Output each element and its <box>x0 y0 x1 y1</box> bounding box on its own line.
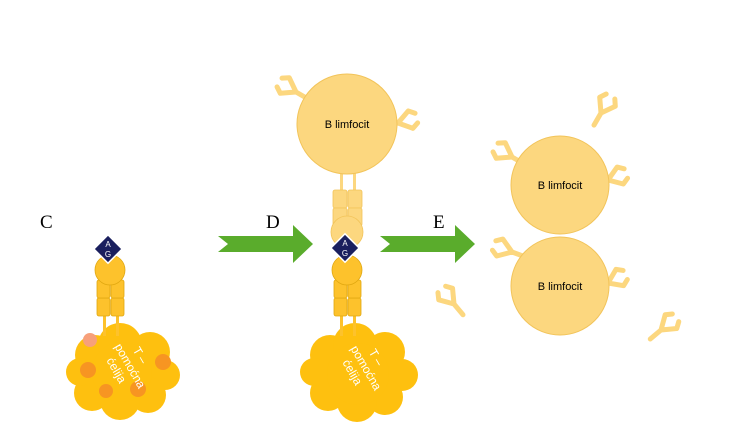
step-label-c: C <box>40 212 53 233</box>
t-helper-cell-d: T – pomoćna ćelija <box>300 323 418 422</box>
surface-spot <box>155 354 171 370</box>
antigen-label-top: A <box>105 240 111 249</box>
tcr-receptor-d <box>331 254 363 336</box>
surface-spot <box>99 384 113 398</box>
arrow-c-to-d <box>218 225 313 263</box>
step-label-e: E <box>433 212 445 233</box>
surface-spot <box>83 333 97 347</box>
surface-spot <box>130 381 146 397</box>
antigen-label-bottom: G <box>105 250 111 259</box>
step-label-d: D <box>266 212 280 233</box>
b-cell-d: B limfocit <box>275 74 419 175</box>
antigen-label-top: A <box>342 239 348 248</box>
surface-spot <box>80 362 96 378</box>
b-cell-label: B limfocit <box>538 180 583 192</box>
b-cell-e-bottom: B limfocit <box>491 237 629 336</box>
free-antibody <box>586 92 618 130</box>
antigen-d: A G <box>329 232 361 264</box>
arrow-d-to-e <box>380 225 475 263</box>
antigen-label-bottom: G <box>342 249 348 258</box>
free-antibody <box>644 311 681 346</box>
t-helper-cell-c: T – pomoćna ćelija <box>66 323 180 420</box>
antigen-c: A G <box>92 233 124 265</box>
b-cell-e-top: B limfocit <box>491 135 629 235</box>
b-cell-label: B limfocit <box>538 281 583 293</box>
b-cell-label: B limfocit <box>325 119 370 131</box>
free-antibody <box>435 284 470 321</box>
tcr-receptor-c <box>94 254 126 336</box>
